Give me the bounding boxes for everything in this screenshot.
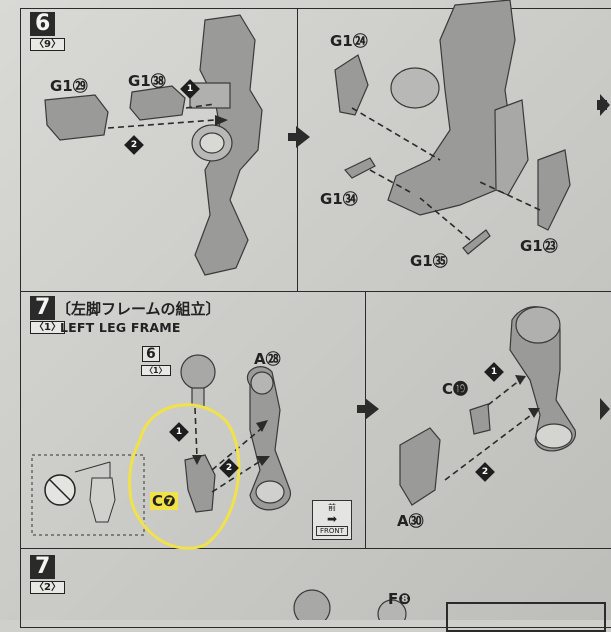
flow-arrow-6-stem: [288, 133, 296, 141]
step6-part-g1-38: [129, 85, 186, 121]
step6-substep: 〈9〉: [30, 38, 65, 51]
step6-part-g1-23: [537, 149, 571, 231]
label-g1-23: G1㉓: [520, 237, 558, 255]
step7-order-2: 2: [219, 458, 239, 478]
step6-leg-right: [387, 0, 516, 216]
step6-order-1: 1: [180, 79, 200, 99]
label-g1-34: G1㉞: [320, 190, 358, 208]
front-arrow-icon: ➡: [326, 512, 338, 526]
step7-title-en: LEFT LEG FRAME: [60, 320, 181, 335]
step6-part-g1-34: [344, 157, 376, 179]
flow-arrow-6-edge-icon: [600, 94, 610, 116]
label-a28: A㉘: [254, 350, 281, 368]
flow-arrow-7-edge-icon: [600, 398, 610, 420]
step7-substep: 〈1〉: [30, 321, 65, 334]
step6-number: 6: [30, 12, 56, 36]
front-indicator: 前 ➡ FRONT: [312, 500, 352, 540]
flow-arrow-7-right-icon: [365, 398, 379, 420]
step6-part-g1-24: [334, 54, 369, 116]
label-c7: C❼: [150, 492, 178, 510]
step7-order-1: 1: [169, 422, 189, 442]
step6-order-2: 2: [124, 135, 144, 155]
step7-part-c7: [184, 454, 216, 513]
step7-ball-joint: [180, 354, 216, 390]
label-a30: A㉚: [397, 512, 424, 530]
step6-part-g1-35: [462, 229, 491, 255]
step7-right-order-1: 1: [484, 362, 504, 382]
step6-substep-value: 9: [44, 39, 51, 50]
label-g1-29: G1㉙: [50, 77, 88, 95]
step7-title-jp: 〔左脚フレームの組立〕: [56, 300, 221, 318]
label-g1-38: G1㊳: [128, 72, 166, 90]
step7b-number: 7: [30, 555, 56, 579]
front-en: FRONT: [316, 526, 348, 536]
flow-arrow-6-right-icon: [296, 126, 310, 148]
label-g1-35: G1㉟: [410, 252, 448, 270]
step7-part-a30: [399, 427, 441, 506]
step7-inset-box: [31, 454, 145, 536]
highlight-circle: [128, 403, 241, 550]
front-jp: 前: [328, 503, 336, 512]
step7-ref-step: 6: [142, 346, 160, 362]
step7-part-a28: [247, 366, 291, 511]
label-g1-24: G1㉔: [330, 32, 368, 50]
step7b-substep: 〈2〉: [30, 581, 65, 594]
step7-ref-sub: 〈1〉: [141, 365, 171, 376]
step7-number: 7: [30, 296, 56, 320]
step7-right-order-2: 2: [475, 462, 495, 482]
step7-part-c19: [469, 403, 491, 435]
step7b-inset-box: [446, 602, 606, 632]
label-f8: F❽: [388, 590, 411, 608]
label-c19: C⓳: [442, 380, 469, 398]
step6-part-g1-29: [44, 94, 109, 141]
